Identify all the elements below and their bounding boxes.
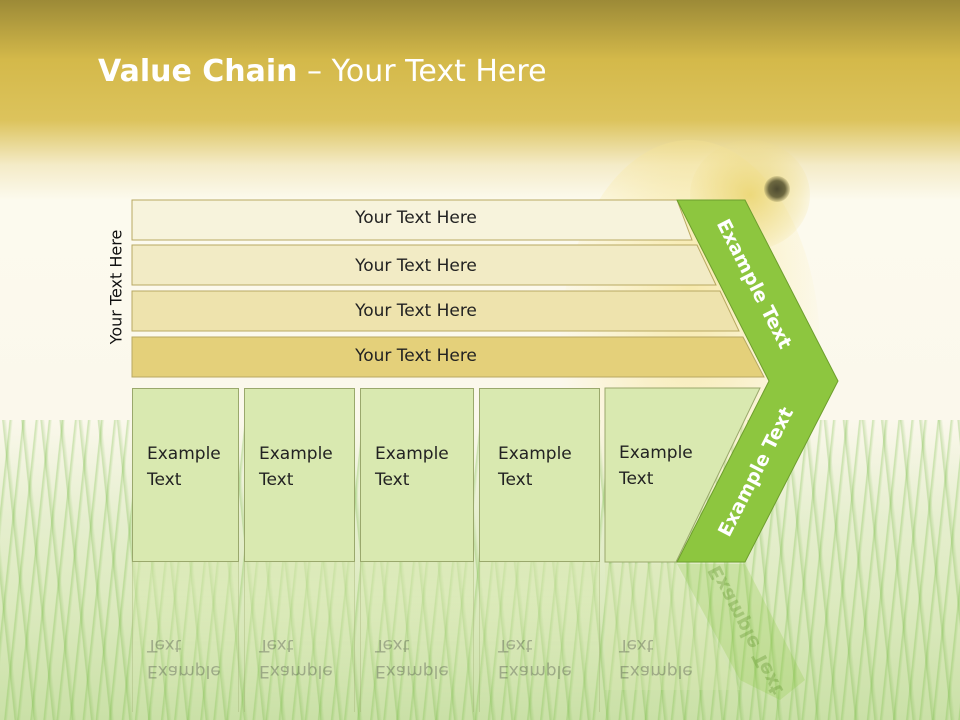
- chevron-arrow: [676, 199, 839, 563]
- box-1-reflection-line-1: Example: [147, 661, 221, 681]
- box-1-line-2: Text: [147, 470, 182, 490]
- band-3-shape: [131, 290, 740, 332]
- box-4-reflection-line-2: Text: [498, 635, 533, 655]
- band-1-label: Your Text Here: [355, 208, 477, 228]
- box-5-line-2: Text: [619, 469, 654, 489]
- band-2-shape: [131, 244, 717, 286]
- box-5-line-1: Example: [619, 443, 693, 463]
- box-2-line-2: Text: [259, 470, 294, 490]
- title-bold: Value Chain: [98, 54, 298, 89]
- band-4-shape: [131, 336, 765, 378]
- chevron-arrow-reflection: [677, 564, 805, 700]
- box-3-line-2: Text: [375, 470, 410, 490]
- box-1-reflection-line-2: Text: [147, 635, 182, 655]
- box-3-reflection: Example Text: [360, 562, 474, 712]
- box-2-reflection-line-1: Example: [259, 661, 333, 681]
- chick-eye-image: [764, 176, 790, 202]
- box-5-reflection-line-2: Text: [619, 635, 654, 655]
- box-2-line-1: Example: [259, 444, 333, 464]
- box-4-reflection: Example Text: [479, 562, 600, 712]
- box-5-reflection: [605, 564, 740, 690]
- box-4-line-2: Text: [498, 470, 533, 490]
- slide-title: Value Chain – Your Text Here: [98, 54, 547, 89]
- band-4-label: Your Text Here: [355, 346, 477, 366]
- box-1-reflection: Example Text: [132, 562, 239, 712]
- box-3-line-1: Example: [375, 444, 449, 464]
- box-4-line-1: Example: [498, 444, 572, 464]
- box-3-reflection-line-2: Text: [375, 635, 410, 655]
- box-4-reflection-line-1: Example: [498, 661, 572, 681]
- box-5-shape: [604, 387, 761, 563]
- box-2-reflection: Example Text: [244, 562, 355, 712]
- box-5-reflection-line-1: Example: [619, 661, 693, 681]
- box-2-reflection-line-2: Text: [259, 635, 294, 655]
- box-5-reflection-text-area: Example Text: [605, 562, 725, 712]
- box-3-reflection-line-1: Example: [375, 661, 449, 681]
- band-1-shape: [131, 199, 693, 241]
- band-3-label: Your Text Here: [355, 301, 477, 321]
- title-rest: – Your Text Here: [297, 54, 547, 89]
- box-1-line-1: Example: [147, 444, 221, 464]
- band-2-label: Your Text Here: [355, 256, 477, 276]
